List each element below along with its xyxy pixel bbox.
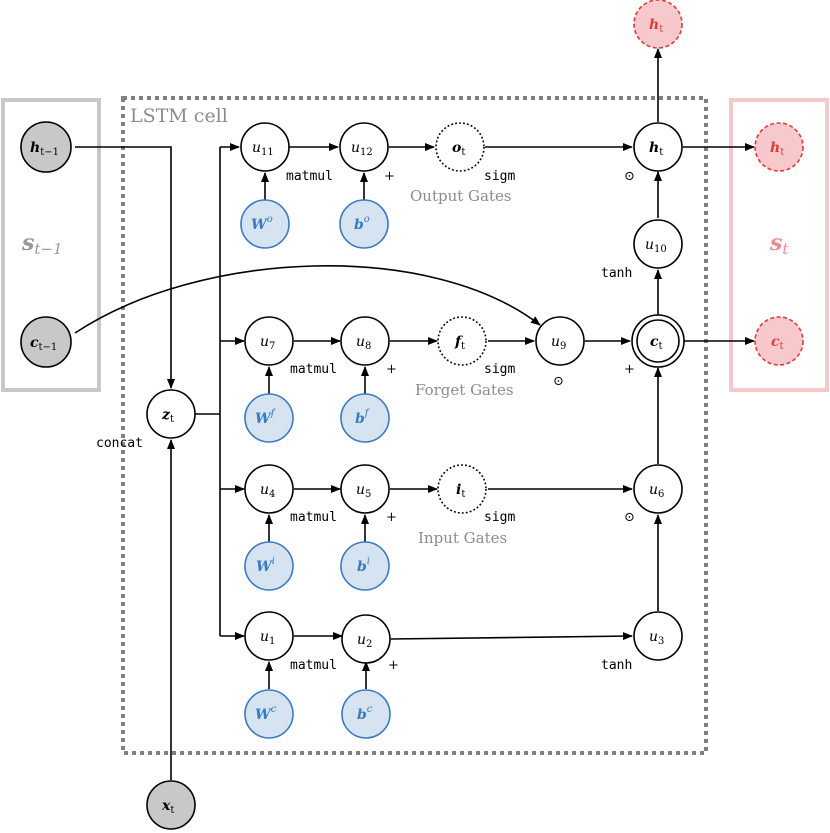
node-z: zt [146, 389, 196, 439]
svg-text:ct: ct [650, 334, 663, 352]
node-u8: u8 [340, 316, 390, 366]
op-odot-9: ⊙ [553, 374, 564, 389]
node-w-o: Wo [240, 199, 290, 249]
svg-text:u9: u9 [551, 334, 566, 352]
node-u1: u1 [244, 611, 294, 661]
op-plus-i: + [386, 510, 397, 525]
node-w-f: Wf [244, 393, 294, 443]
svg-text:Wf: Wf [255, 408, 277, 427]
svg-text:xt: xt [161, 798, 174, 816]
node-b-f: bf [340, 393, 390, 443]
svg-text:u10: u10 [645, 237, 667, 255]
node-w-c: Wc [244, 689, 294, 739]
node-c-out: ct [754, 316, 804, 366]
op-matmul-c: matmul [290, 658, 337, 673]
prev-state-label: st−1 [21, 230, 63, 258]
node-b-o: bo [339, 199, 389, 249]
svg-text:ot: ot [452, 140, 465, 158]
node-u12: u12 [339, 122, 389, 172]
svg-text:u7: u7 [260, 334, 275, 352]
op-sigm-o: sigm [484, 169, 515, 184]
svg-text:it: it [456, 482, 465, 500]
op-odot-6: ⊙ [624, 510, 635, 525]
forget-gates-label: Forget Gates [415, 381, 514, 399]
svg-text:u6: u6 [649, 482, 664, 500]
node-i-gate: it [437, 464, 487, 514]
svg-text:ht−1: ht−1 [30, 140, 59, 158]
op-plus-o: + [384, 169, 395, 184]
node-f-gate: ft [437, 316, 487, 366]
svg-text:u12: u12 [351, 140, 373, 158]
input-gates-label: Input Gates [418, 529, 507, 547]
op-tanh-3: tanh [601, 658, 632, 673]
node-c-prev: ct−1 [20, 316, 72, 368]
op-matmul-i: matmul [290, 510, 337, 525]
svg-text:ct: ct [771, 334, 784, 352]
node-u6: u6 [633, 464, 683, 514]
op-odot-h: ⊙ [624, 169, 635, 184]
svg-text:bc: bc [357, 704, 373, 723]
next-state-box [729, 98, 829, 392]
node-h-prev: ht−1 [20, 121, 72, 173]
output-gates-label: Output Gates [410, 187, 512, 205]
svg-text:ft: ft [454, 334, 465, 352]
op-matmul-f: matmul [290, 362, 337, 377]
node-b-i: bi [340, 541, 390, 591]
svg-text:bf: bf [355, 408, 371, 427]
svg-text:ht: ht [649, 17, 663, 35]
node-x: xt [146, 780, 196, 830]
prev-state-box [1, 98, 101, 392]
node-u11: u11 [240, 122, 290, 172]
node-u7: u7 [244, 316, 294, 366]
next-state-label: st [769, 230, 789, 258]
op-tanh-10: tanh [601, 266, 632, 281]
op-concat: concat [96, 436, 143, 451]
node-o-gate: ot [435, 122, 485, 172]
node-h-out: ht [754, 122, 804, 172]
svg-text:ht: ht [770, 140, 784, 158]
svg-text:u8: u8 [356, 334, 371, 352]
svg-text:Wc: Wc [255, 704, 277, 723]
op-sigm-i: sigm [484, 510, 515, 525]
lstm-cell-label: LSTM cell [130, 105, 228, 127]
svg-text:u11: u11 [252, 140, 274, 158]
node-u2: u2 [341, 614, 391, 664]
node-h: ht [633, 122, 683, 172]
op-plus-2: + [388, 658, 399, 673]
svg-text:u5: u5 [356, 482, 371, 500]
op-plus-c: + [624, 362, 635, 377]
node-u3: u3 [633, 611, 683, 661]
node-u4: u4 [244, 464, 294, 514]
node-u10: u10 [633, 219, 683, 269]
node-c: ct [631, 314, 685, 368]
node-u9: u9 [535, 316, 585, 366]
op-plus-f: + [386, 362, 397, 377]
node-u5: u5 [340, 464, 390, 514]
svg-text:bo: bo [354, 214, 370, 233]
node-b-c: bc [341, 689, 391, 739]
svg-text:u3: u3 [649, 629, 664, 647]
svg-text:u1: u1 [260, 629, 275, 647]
lstm-cell-box [121, 96, 708, 755]
svg-text:u4: u4 [260, 482, 275, 500]
svg-text:ht: ht [649, 140, 663, 158]
svg-text:u2: u2 [357, 632, 372, 650]
node-w-i: Wi [244, 541, 294, 591]
svg-text:Wo: Wo [251, 214, 273, 233]
svg-text:ct−1: ct−1 [30, 335, 57, 353]
node-h-out-top: ht [633, 0, 683, 49]
svg-text:zt: zt [161, 407, 174, 425]
op-sigm-f: sigm [484, 362, 515, 377]
op-matmul-o: matmul [286, 169, 333, 184]
svg-text:Wi: Wi [256, 556, 275, 575]
svg-text:bi: bi [357, 556, 370, 575]
